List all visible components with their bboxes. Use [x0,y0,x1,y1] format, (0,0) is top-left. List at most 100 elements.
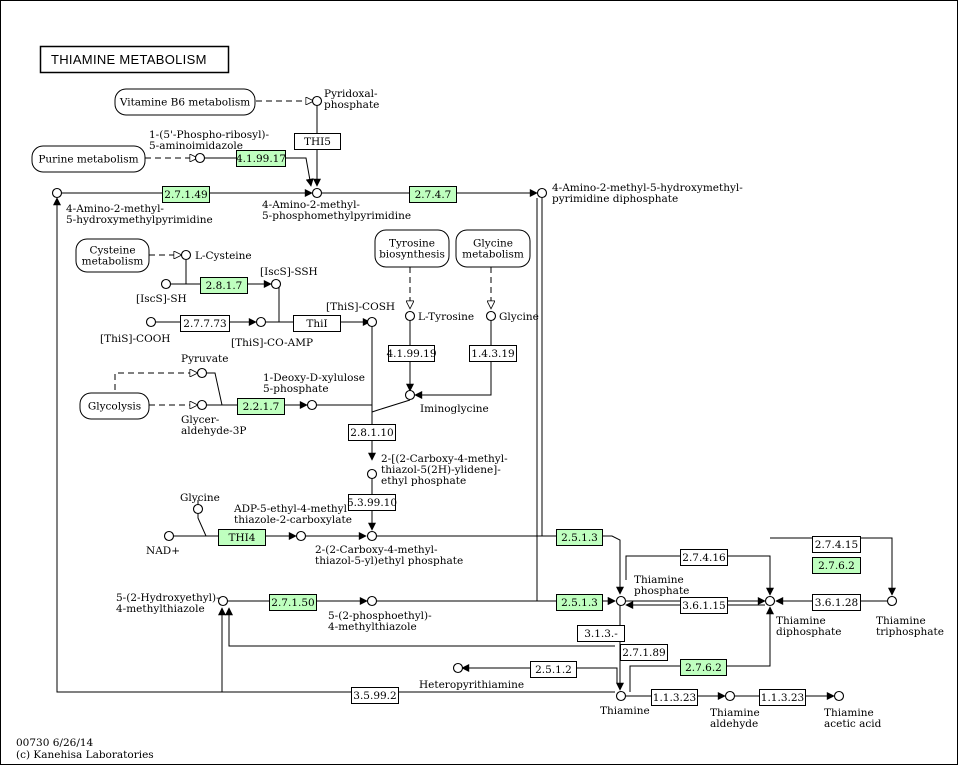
enzyme-e2-7-6-2a[interactable] [812,557,861,574]
thiamine-p-to-hydroxyethyl-edge [225,607,615,647]
enzyme-e2-2-1-7[interactable] [237,398,285,415]
enzyme-e2-5-1-3b[interactable] [556,594,603,611]
compound-iscs-sh-label: [IscS]-SH [136,293,187,305]
compound-thiamine-pp[interactable] [764,595,776,607]
enzyme-e2-7-7-73[interactable] [180,315,230,332]
glycine-metabolism-map-link[interactable] [455,229,531,268]
enzyme-e2-2-1-7-label: 2.2.1.7 [243,401,280,413]
compound-carboxy-thiazole-p[interactable] [366,530,378,542]
enzyme-e2-5-1-3a[interactable] [556,529,603,546]
enzyme-e2-7-4-16[interactable] [680,549,728,566]
page-title: THIAMINE METABOLISM [51,52,207,67]
enzyme-e2-7-4-15[interactable] [812,536,861,553]
enzyme-e3-6-1-15-label: 3.6.1.15 [682,600,725,612]
compound-pyruvate[interactable] [196,367,208,379]
vitamine-b6-map-link[interactable] [114,88,256,116]
compound-l-cysteine-label: L-Cysteine [195,250,252,262]
compound-dxp[interactable] [306,399,318,411]
enzyme-e4-1-99-19-label: 4.1.99.19 [386,348,436,360]
enzyme-thii[interactable] [293,315,341,332]
compound-adp-thiazole[interactable] [295,530,307,542]
enzyme-e2-7-1-50-label: 2.7.1.50 [271,597,314,609]
compound-this-cooh[interactable] [145,316,157,328]
enzyme-e1-1-3-23a[interactable] [651,689,698,706]
compound-thiamine-aldehyde[interactable] [724,690,736,702]
compound-gap-label: Glycer-aldehyde-3P [181,414,246,437]
compound-aminoimidazole[interactable] [194,152,206,164]
compound-l-cysteine[interactable] [180,249,192,261]
enzyme-e5-3-99-10[interactable] [348,494,396,511]
enzyme-e2-7-4-7[interactable] [409,186,457,203]
purine-metabolism-map-link[interactable] [31,145,146,173]
compound-thiamine-acetic[interactable] [833,690,845,702]
compound-this-co-amp[interactable] [255,316,267,328]
enzyme-e3-6-1-15[interactable] [680,597,728,614]
enzyme-e2-8-1-7-label: 2.8.1.7 [206,280,243,292]
compound-iminoglycine-label: Iminoglycine [420,403,489,415]
vitamine-b6-map-link-label: Vitamine B6 metabolism [119,97,250,109]
compound-thiamine-ppp[interactable] [886,595,898,607]
enzyme-e4-1-99-17[interactable] [236,150,286,167]
enzyme-e2-8-1-10[interactable] [348,424,396,441]
enzyme-e2-5-1-3a-label: 2.5.1.3 [561,532,598,544]
compound-glycine-right[interactable] [485,310,497,322]
enzyme-e2-7-6-2b[interactable] [680,659,727,676]
compound-glycine-left-label: Glycine [180,492,220,504]
compound-carboxy-ylidene[interactable] [366,468,378,480]
enzyme-e2-5-1-2[interactable] [530,661,577,678]
compound-this-cosh[interactable] [366,316,378,328]
compound-thiamine-p[interactable] [615,595,627,607]
compound-iscs-ssh[interactable] [270,278,282,290]
enzyme-e3-1-3-x[interactable] [577,625,625,642]
enzyme-e4-1-99-19[interactable] [388,345,435,362]
glycolysis-map-link[interactable] [79,392,150,420]
compound-gap[interactable] [196,399,208,411]
compound-hmp-p[interactable] [311,187,323,199]
compound-pyridoxal-p[interactable] [311,95,323,107]
compound-iminoglycine[interactable] [404,389,416,401]
thiamine-to-hydroxyethyl-edge [218,607,615,693]
compound-phosphoethyl-thiazole[interactable] [366,595,378,607]
compound-nad[interactable] [163,530,175,542]
enzyme-e1-4-3-19[interactable] [469,345,517,362]
enzyme-e2-8-1-7[interactable] [200,277,248,294]
thiamine-pp-to-ppp-edge [770,537,896,596]
enzyme-e2-7-1-50[interactable] [269,594,317,611]
compound-heteropyrithiamine[interactable] [452,662,464,674]
compound-hydroxyethyl-thiazole-label: 5-(2-Hydroxyethyl)-4-methylthiazole [116,592,220,615]
enzyme-e3-5-99-2[interactable] [351,687,399,704]
compound-this-cosh-label: [ThiS]-COSH [326,301,395,313]
enzyme-e2-7-1-89-label: 2.7.1.89 [622,647,665,659]
enzyme-e1-1-3-23b[interactable] [759,689,806,706]
compound-l-tyrosine[interactable] [404,310,416,322]
copyright: (c) Kanehisa Laboratories [16,749,154,761]
compound-hydroxyethyl-thiazole[interactable] [217,595,229,607]
compound-this-co-amp-label: [ThiS]-CO-AMP [231,337,313,349]
compound-glycine-right-label: Glycine [499,311,539,323]
compound-l-tyrosine-label: L-Tyrosine [418,311,474,323]
compound-hmp[interactable] [51,187,63,199]
map-id-date: 00730 6/26/14 [16,737,94,749]
enzyme-e2-7-1-49-label: 2.7.1.49 [164,189,207,201]
enzyme-e3-6-1-28-label: 3.6.1.28 [815,597,858,609]
cysteine-metabolism-map-link[interactable] [75,238,150,273]
enzyme-e1-1-3-23b-label: 1.1.3.23 [761,692,804,704]
compound-thiamine[interactable] [615,690,627,702]
enzyme-e2-7-1-49[interactable] [162,186,210,203]
tyrosine-biosynthesis-map-link[interactable] [374,229,450,268]
glycolysis-map-link-label: Glycolysis [88,401,141,413]
compound-carboxy-thiazole-p-label: 2-(2-Carboxy-4-methyl-thiazol-5-yl)ethyl… [315,544,463,567]
enzyme-e2-7-1-89[interactable] [620,644,668,661]
compound-thiamine-label: Thiamine [600,705,650,717]
enzyme-e3-6-1-28[interactable] [812,594,861,611]
enzyme-e5-3-99-10-label: 5.3.99.10 [347,497,397,509]
compound-iscs-sh[interactable] [160,278,172,290]
compound-glycine-left[interactable] [192,503,204,515]
enzyme-thi4[interactable] [218,529,266,546]
enzyme-thi5[interactable] [294,133,341,150]
compound-hmp-pp[interactable] [536,187,548,199]
